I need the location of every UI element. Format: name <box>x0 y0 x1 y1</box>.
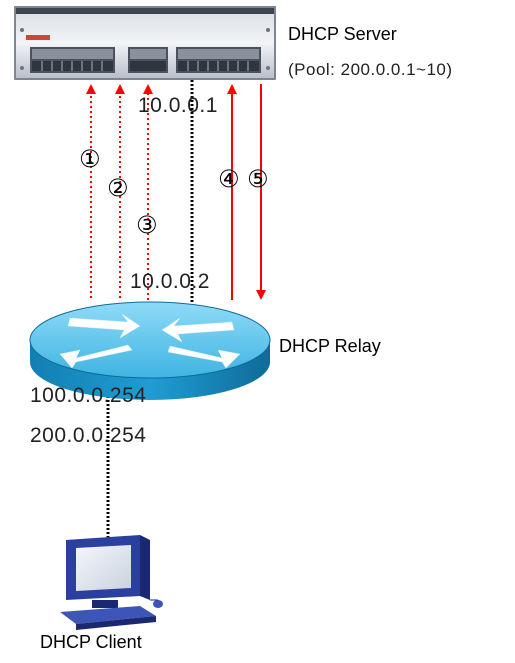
step-2-marker: ② <box>107 174 129 202</box>
message-arrow-4 <box>227 84 237 94</box>
dhcp-relay-router <box>29 301 271 400</box>
ip-relay-downstream-1: 100.0.0.254 <box>30 384 147 407</box>
client-title: DHCP Client <box>40 632 142 652</box>
message-arrow-5 <box>256 290 266 300</box>
message-lines <box>86 84 266 300</box>
message-arrow-2 <box>115 84 125 94</box>
server-pool-label: (Pool: 200.0.0.1~10) <box>288 60 453 79</box>
ip-relay-upstream: 10.0.0.2 <box>130 270 210 293</box>
step-1-marker: ① <box>79 145 101 173</box>
relay-title: DHCP Relay <box>279 336 381 356</box>
dhcp-client-pc <box>60 535 163 630</box>
step-4-marker: ④ <box>218 165 240 193</box>
ip-server-interface: 10.0.0.1 <box>138 94 218 117</box>
step-5-marker: ⑤ <box>247 165 269 193</box>
message-arrow-1 <box>86 84 96 94</box>
message-arrow-3 <box>143 84 153 94</box>
ip-relay-downstream-2: 200.0.0.254 <box>30 424 147 447</box>
step-3-marker: ③ <box>136 211 158 239</box>
dhcp-server-device <box>14 6 276 80</box>
server-title: DHCP Server <box>288 24 397 44</box>
